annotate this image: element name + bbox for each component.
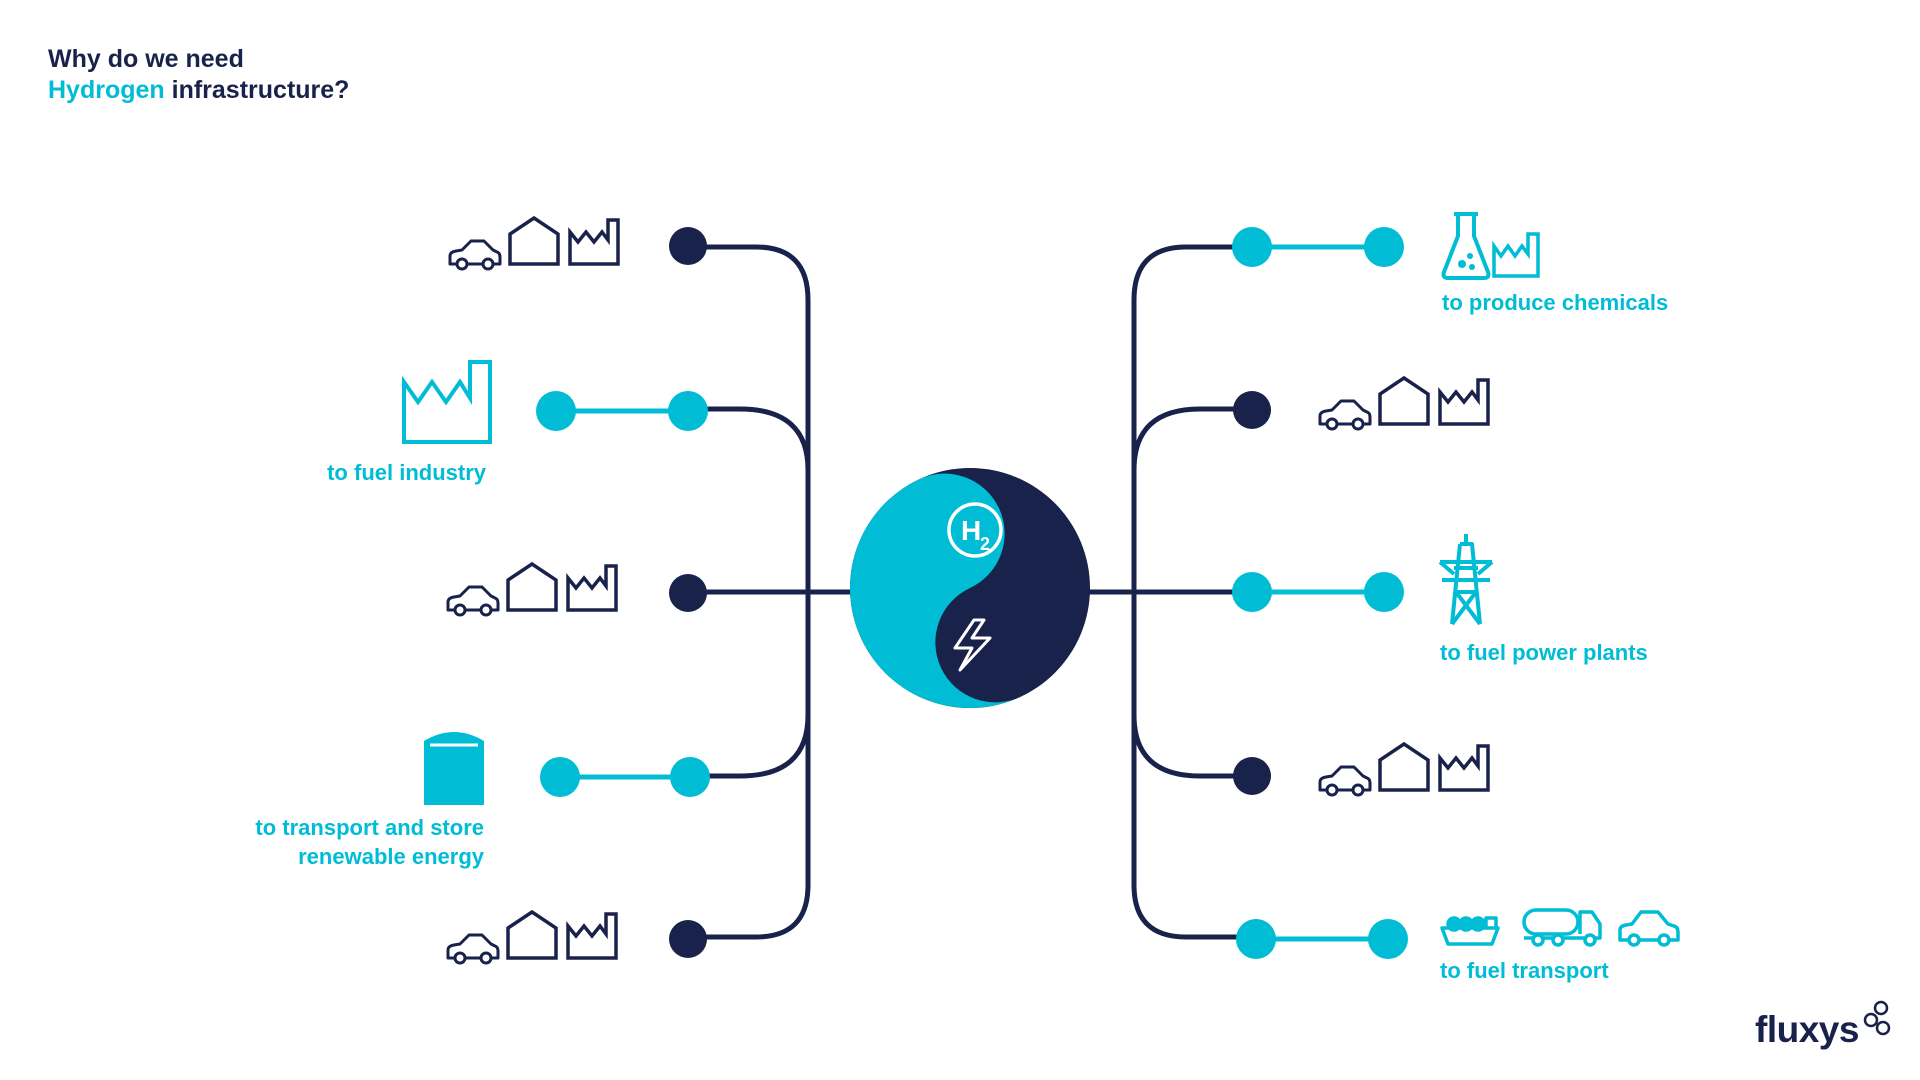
- label-transport-store-line1: to transport and store: [255, 815, 484, 840]
- logo-text: fluxys: [1755, 1009, 1859, 1050]
- factory-icon-chemicals: [1492, 232, 1540, 278]
- node-left-4-cyan: [670, 757, 710, 797]
- left-connectors: [683, 244, 863, 940]
- node-left-2-end: [536, 391, 576, 431]
- node-left-1: [669, 227, 707, 265]
- svg-text:2: 2: [980, 534, 990, 554]
- svg-text:H: H: [961, 515, 981, 546]
- right-connectors: [1077, 244, 1255, 940]
- node-right-1-cyan: [1232, 227, 1272, 267]
- hydrogen-electricity-hub: H 2: [850, 468, 1090, 708]
- car-icon: [1618, 910, 1680, 947]
- node-right-3-end: [1364, 572, 1404, 612]
- title-highlight: Hydrogen: [48, 76, 165, 104]
- power-pylon-icon: [1438, 534, 1494, 626]
- node-right-5-cyan: [1236, 919, 1276, 959]
- consumers-left-1: [450, 218, 618, 269]
- node-left-4-end: [540, 757, 580, 797]
- label-fuel-power-plants: to fuel power plants: [1440, 640, 1648, 665]
- chemistry-flask-icon: [1441, 212, 1491, 280]
- consumers-left-3: [448, 564, 616, 615]
- fluxys-logo: fluxys: [1755, 1000, 1895, 1050]
- consumers-right-2: [1320, 378, 1488, 429]
- node-left-3: [669, 574, 707, 612]
- page-title: Why do we need Hydrogen infrastructure?: [48, 44, 349, 106]
- logo-mark-icon: [1863, 1000, 1891, 1036]
- storage-tank-icon: [424, 732, 484, 805]
- consumers-right-4: [1320, 744, 1488, 795]
- node-left-2-cyan: [668, 391, 708, 431]
- label-fuel-industry: to fuel industry: [327, 460, 486, 485]
- label-produce-chemicals: to produce chemicals: [1442, 290, 1669, 315]
- hydrogen-h2-icon: H 2: [947, 502, 1003, 558]
- consumers-left-5: [448, 912, 616, 963]
- node-right-5-end: [1368, 919, 1408, 959]
- tanker-truck-icon: [1522, 908, 1602, 947]
- factory-icon: [402, 360, 492, 444]
- label-transport-store-line2: renewable energy: [298, 844, 484, 869]
- lightning-bolt-icon: [953, 618, 992, 672]
- node-right-3-cyan: [1232, 572, 1272, 612]
- node-right-2: [1233, 391, 1271, 429]
- node-right-1-end: [1364, 227, 1404, 267]
- node-left-5: [669, 920, 707, 958]
- title-line-1: Why do we need: [48, 45, 244, 73]
- node-right-4: [1233, 757, 1271, 795]
- cyan-connectors: [556, 244, 1388, 942]
- label-fuel-transport: to fuel transport: [1440, 958, 1609, 983]
- ship-icon: [1440, 916, 1500, 946]
- title-line-2: infrastructure?: [164, 76, 350, 104]
